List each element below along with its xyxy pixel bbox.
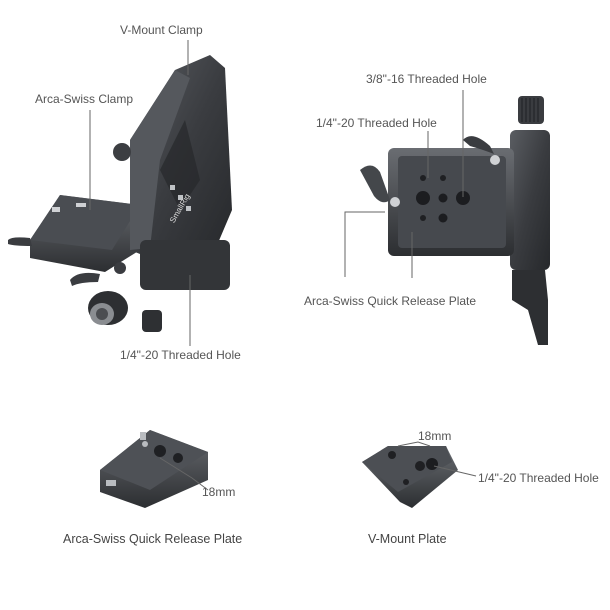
label-arca-plate-top: Arca-Swiss Quick Release Plate [304, 294, 477, 308]
callout-lines [89, 40, 477, 491]
vmount-clamp-assembly [8, 55, 232, 332]
label-threaded-hole-vmount: 1/4"-20 Threaded Hole [478, 471, 599, 485]
vmount-plate-illustration [362, 446, 458, 508]
caption-vmount-plate: V-Mount Plate [368, 532, 447, 546]
caption-arca-plate: Arca-Swiss Quick Release Plate [63, 532, 243, 546]
label-threaded-hole-14-right: 1/4"-20 Threaded Hole [316, 116, 437, 130]
label-arca-swiss-clamp: Arca-Swiss Clamp [35, 92, 134, 106]
label-vmount-clamp: V-Mount Clamp [120, 23, 203, 37]
clamp-side-view [360, 96, 550, 345]
label-threaded-hole-38: 3/8"-16 Threaded Hole [366, 72, 487, 86]
arca-plate-illustration [100, 430, 208, 508]
label-18mm-right: 18mm [418, 429, 452, 443]
label-18mm-left: 18mm [202, 485, 236, 499]
label-threaded-hole-14-left: 1/4"-20 Threaded Hole [120, 348, 241, 362]
